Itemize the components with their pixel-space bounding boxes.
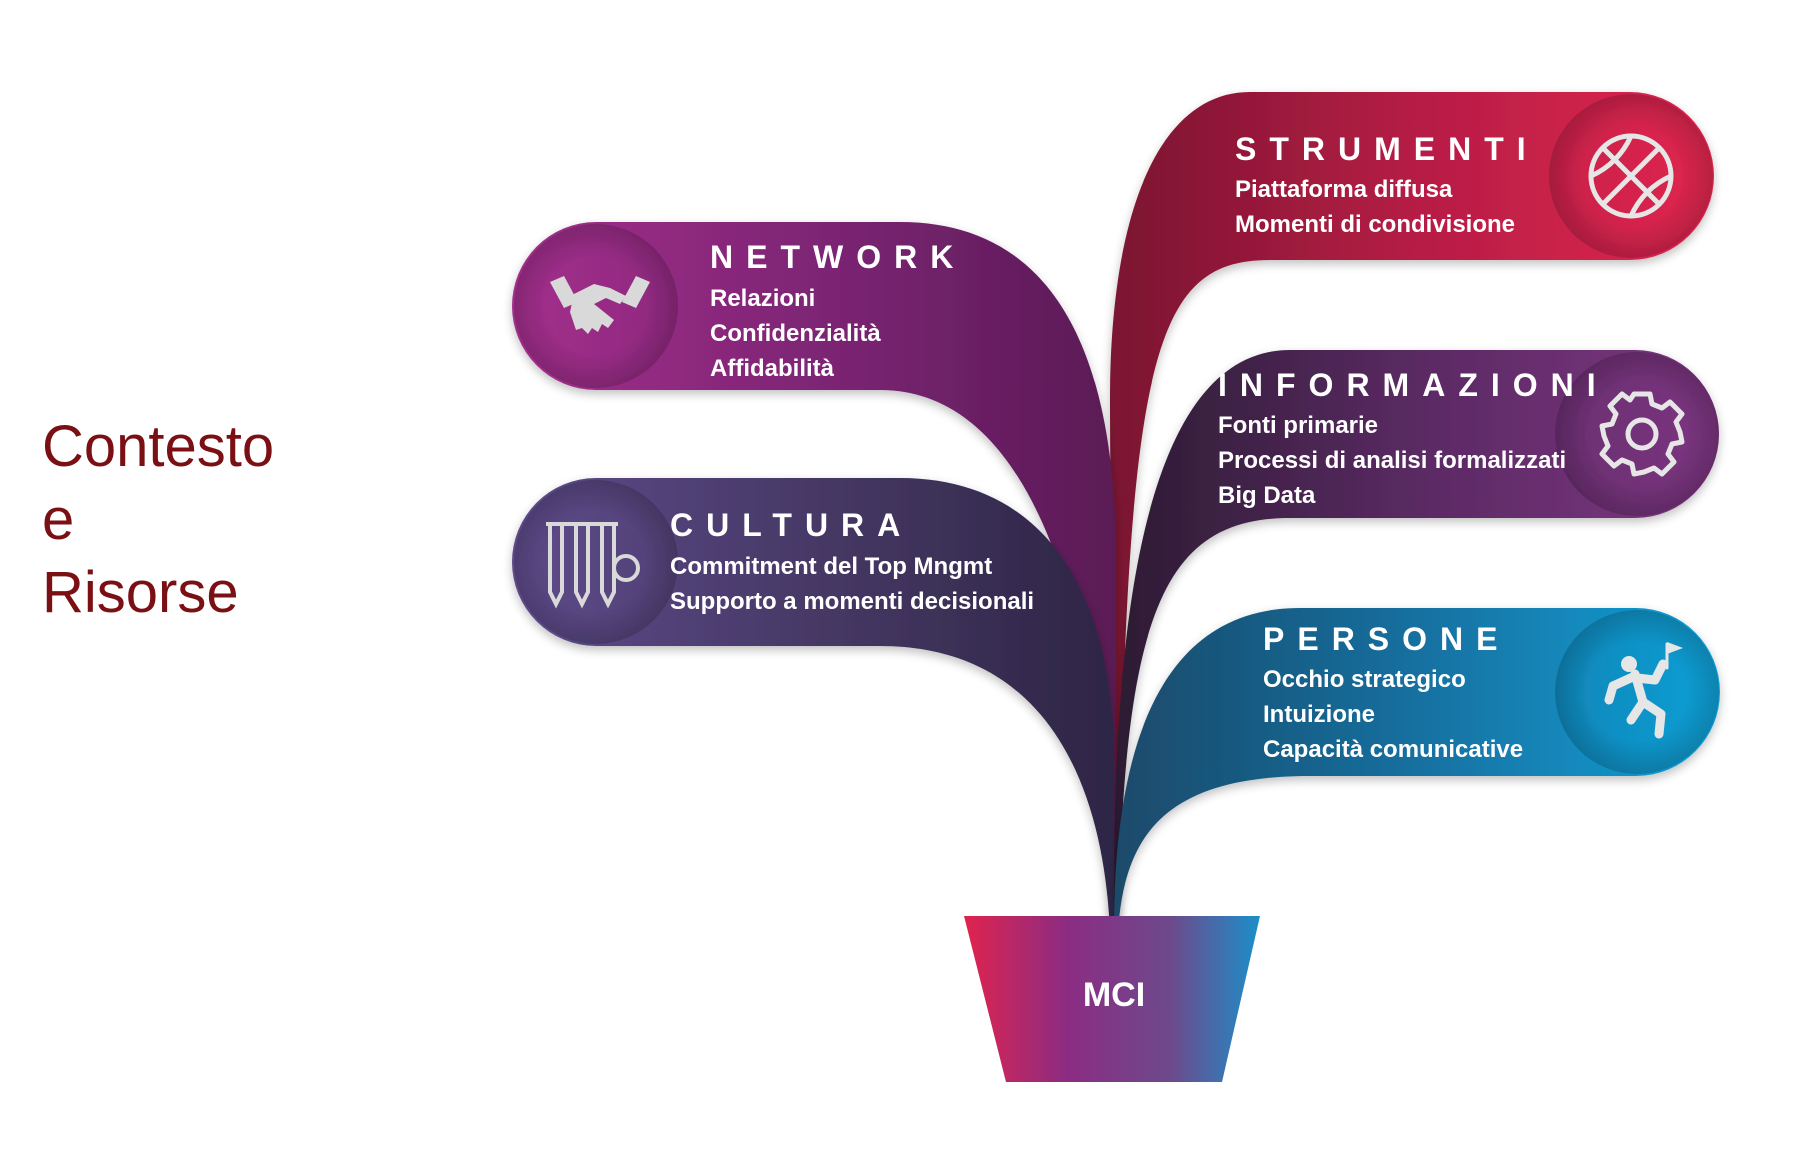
basketball-icon — [1588, 133, 1674, 219]
informazioni-item-2: Processi di analisi formalizzati — [1218, 447, 1566, 474]
pot-shape — [964, 916, 1260, 1082]
persone-item-2: Intuizione — [1263, 701, 1375, 728]
side-title-line-3: Risorse — [42, 560, 239, 625]
cultura-item-2: Supporto a momenti decisionali — [670, 588, 1034, 615]
side-title-line-1: Contesto — [42, 414, 275, 479]
persone-title: PERSONE — [1263, 621, 1510, 657]
side-title: Contesto e Risorse — [42, 410, 274, 629]
network-item-2: Confidenzialità — [710, 320, 881, 347]
branch-cultura: CULTURA Commitment del Top Mngmt Support… — [512, 478, 1114, 932]
informazioni-item-1: Fonti primarie — [1218, 412, 1378, 439]
informazioni-item-3: Big Data — [1218, 482, 1316, 509]
gear-icon — [1599, 391, 1685, 477]
branch-network-shape — [512, 222, 1116, 932]
persone-item-3: Capacità comunicative — [1263, 736, 1523, 763]
cultura-item-1: Commitment del Top Mngmt — [670, 553, 992, 580]
branch-strumenti: STRUMENTI Piattaforma diffusa Momenti di… — [1110, 92, 1714, 932]
branch-informazioni: INFORMAZIONI Fonti primarie Processi di … — [1113, 350, 1719, 932]
network-item-1: Relazioni — [710, 285, 815, 312]
informazioni-icon-disc — [1555, 352, 1719, 516]
runner-flag-icon — [1604, 642, 1683, 739]
persone-item-1: Occhio strategico — [1263, 666, 1466, 693]
branch-network: NETWORK Relazioni Confidenzialità Affida… — [512, 222, 1116, 932]
informazioni-title: INFORMAZIONI — [1218, 367, 1609, 403]
cultura-title: CULTURA — [670, 507, 913, 543]
branch-informazioni-shape — [1113, 350, 1719, 932]
pot: MCI — [964, 916, 1260, 1082]
strumenti-item-2: Momenti di condivisione — [1235, 211, 1515, 238]
cultura-icon-disc — [514, 480, 678, 644]
handshake-icon — [550, 276, 650, 334]
strumenti-item-1: Piattaforma diffusa — [1235, 176, 1453, 203]
strumenti-title: STRUMENTI — [1235, 131, 1539, 167]
network-item-3: Affidabilità — [710, 355, 835, 382]
pot-label: MCI — [1083, 976, 1145, 1014]
cricket-wickets-icon — [546, 522, 640, 609]
network-title: NETWORK — [710, 239, 966, 275]
branch-persone: PERSONE Occhio strategico Intuizione Cap… — [1114, 608, 1720, 932]
side-title-line-2: e — [42, 487, 75, 552]
